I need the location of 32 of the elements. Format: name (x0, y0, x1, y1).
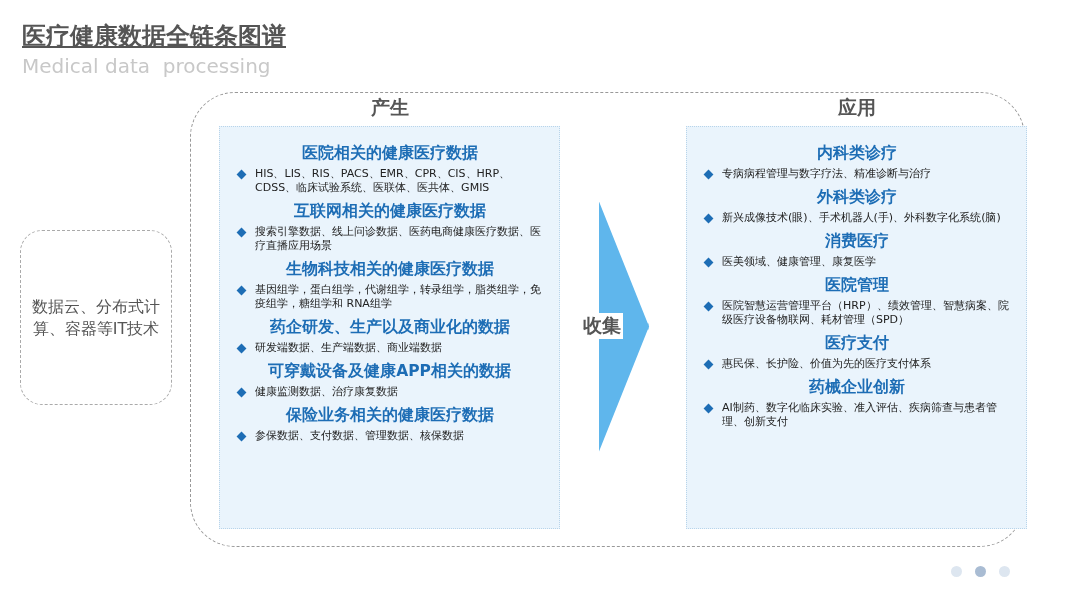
box-text: 数据云、分布式计算、容器等IT技术 (31, 295, 161, 340)
panel-heading: 产生 (369, 95, 410, 120)
section-heading: 生物科技相关的健康医疗数据 (284, 259, 495, 280)
section-heading: 可穿戴设备及健康APP相关的数据 (267, 361, 512, 382)
bullet-text: 基因组学，蛋白组学，代谢组学，转录组学，脂类组学，免疫组学，糖组学和 RNA组学 (255, 283, 542, 311)
bullet-text: HIS、LIS、RIS、PACS、EMR、CPR、CIS、HRP、CDSS、临床试验系统、医联体、医共体、GMIS (255, 167, 512, 195)
bullet-text: 参保数据、支付数据、管理数据、核保数据 (255, 429, 464, 443)
section-heading: 互联网相关的健康医疗数据 (292, 201, 487, 222)
bullet-text: 医美领域、健康管理、康复医学 (722, 255, 876, 269)
section-heading: 保险业务相关的健康医疗数据 (284, 405, 495, 426)
arrow (599, 201, 649, 452)
bullet-text: AI制药、数字化临床实验、准入评估、疾病筛查与患者管理、创新支付 (722, 401, 998, 429)
section-heading: 医院相关的健康医疗数据 (300, 143, 479, 164)
bullet-text: 研发端数据、生产端数据、商业端数据 (255, 341, 442, 355)
section-heading: 医院管理 (823, 275, 890, 296)
section-heading: 药企研发、生产以及商业化的数据 (268, 317, 511, 338)
bullet-text: 医院智慧运营管理平台（HRP）、绩效管理、智慧病案、院级医疗设备物联网、耗材管理（SPD） (722, 299, 1010, 327)
outer-frame (190, 92, 1025, 547)
section-heading: 外科类诊疗 (815, 187, 898, 208)
section-heading: 医疗支付 (823, 333, 890, 354)
section-heading: 消费医疗 (823, 231, 890, 252)
page-title: 医疗健康数据全链条图谱 (22, 21, 286, 52)
side-box (20, 230, 172, 405)
bullet-text: 健康监测数据、治疗康复数据 (255, 385, 398, 399)
bullet-text: 惠民保、长护险、价值为先的医疗支付体系 (722, 357, 931, 371)
edge-label: 收集 (581, 312, 623, 339)
section-heading: 内科类诊疗 (815, 143, 898, 164)
bullet-text: 搜索引擎数据、线上问诊数据、医药电商健康医疗数据、医疗直播应用场景 (255, 225, 542, 253)
panel-heading: 应用 (836, 95, 877, 120)
bullet-text: 新兴成像技术(眼)、手术机器人(手)、外科数字化系统(脑) (722, 211, 1001, 225)
section-heading: 药械企业创新 (807, 377, 906, 398)
bullet-text: 专病病程管理与数字疗法、精准诊断与治疗 (722, 167, 931, 181)
